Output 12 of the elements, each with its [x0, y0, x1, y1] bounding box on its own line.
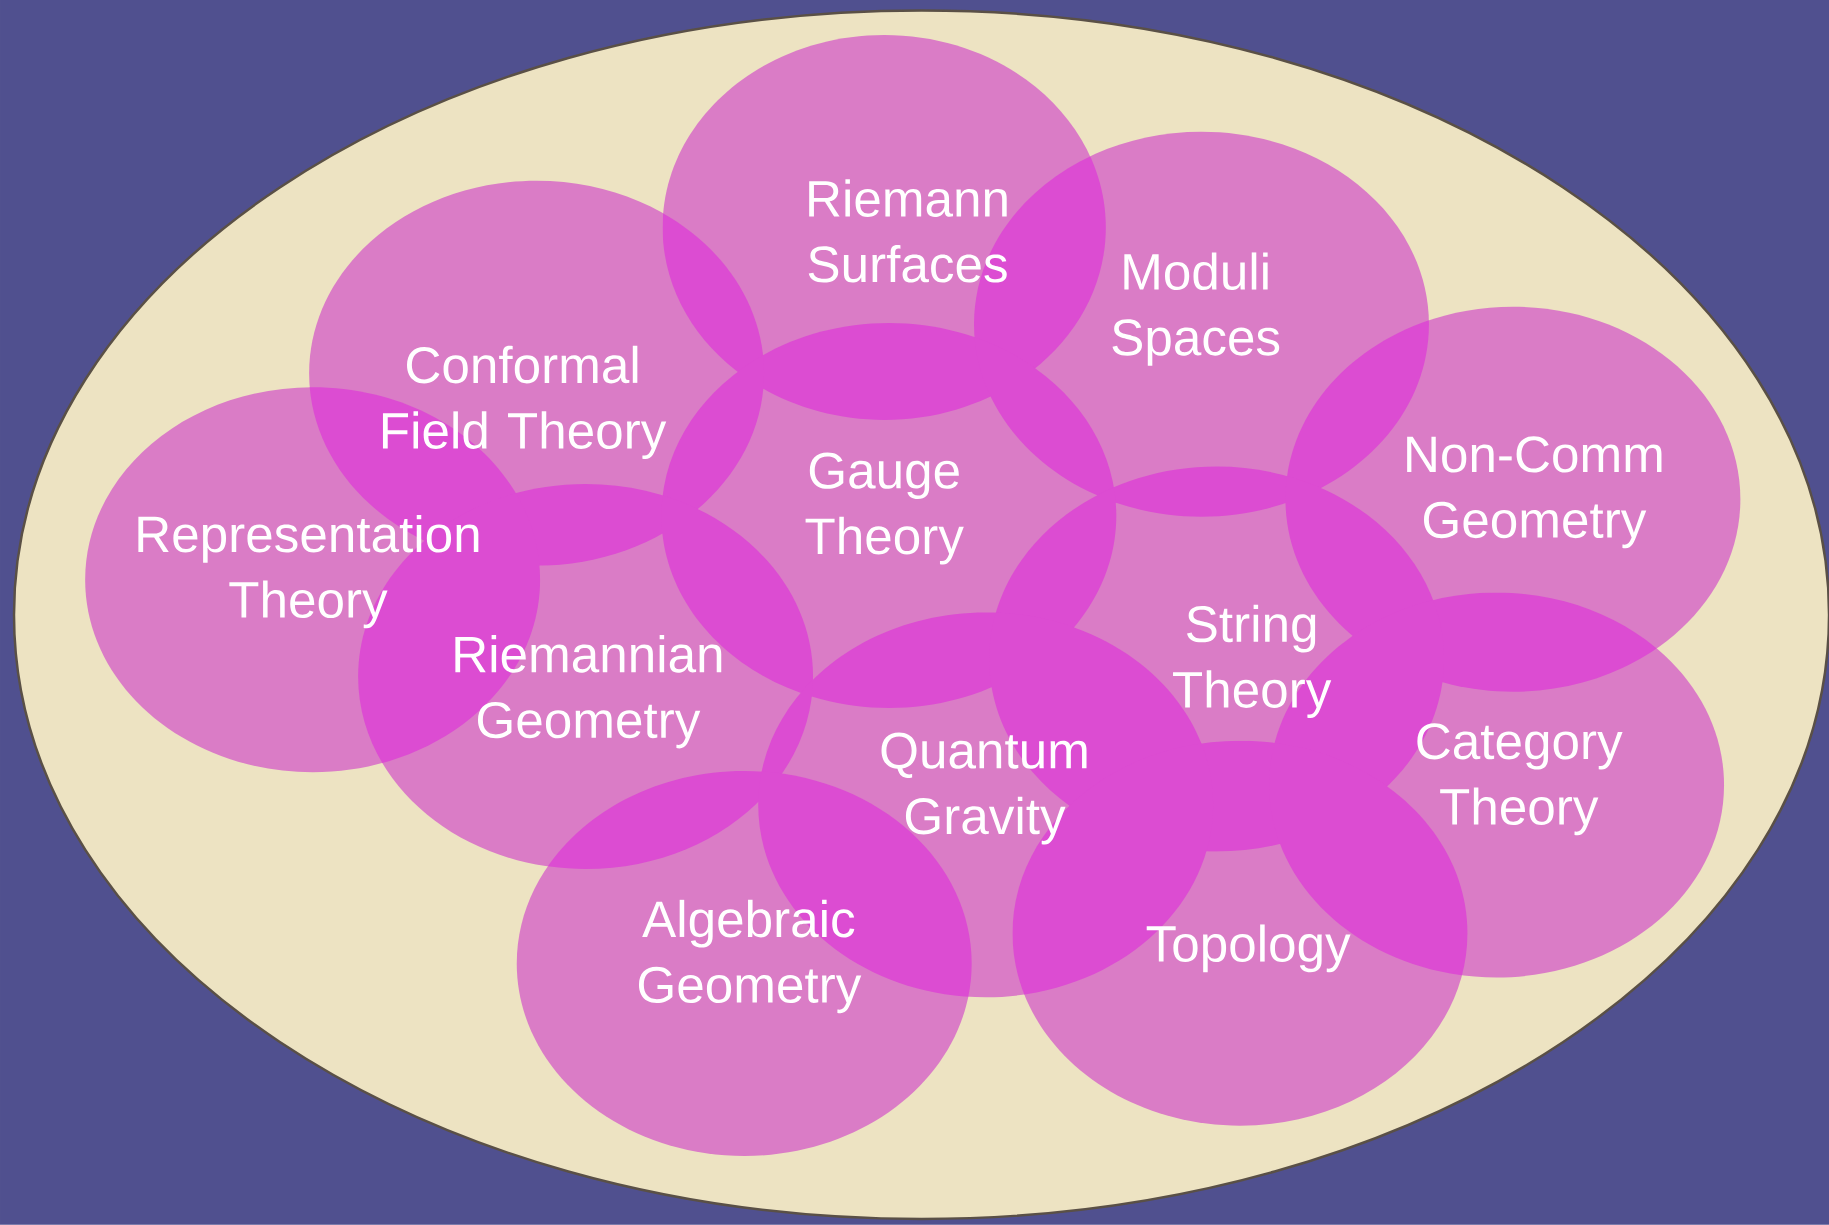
topic-label: Topology: [1146, 924, 1351, 973]
topic-label: Moduli Spaces: [1112, 252, 1280, 366]
topic-label: Conformal Field Theory: [382, 345, 667, 460]
topic-label: Non-Comm Geometry: [1407, 436, 1662, 549]
topic-label: Algebraic Geometry: [638, 899, 862, 1014]
topic-label: Quantum Gravity: [881, 732, 1087, 845]
topic-label: Category Theory: [1417, 723, 1623, 836]
topic-label: Riemann Surfaces: [808, 179, 1007, 283]
topic-label: String Theory: [1173, 604, 1332, 719]
topic-label: Gauge Theory: [805, 452, 964, 565]
topic-label: Riemannian Geometry: [455, 635, 722, 749]
topic-label: Representation Theory: [138, 515, 479, 629]
